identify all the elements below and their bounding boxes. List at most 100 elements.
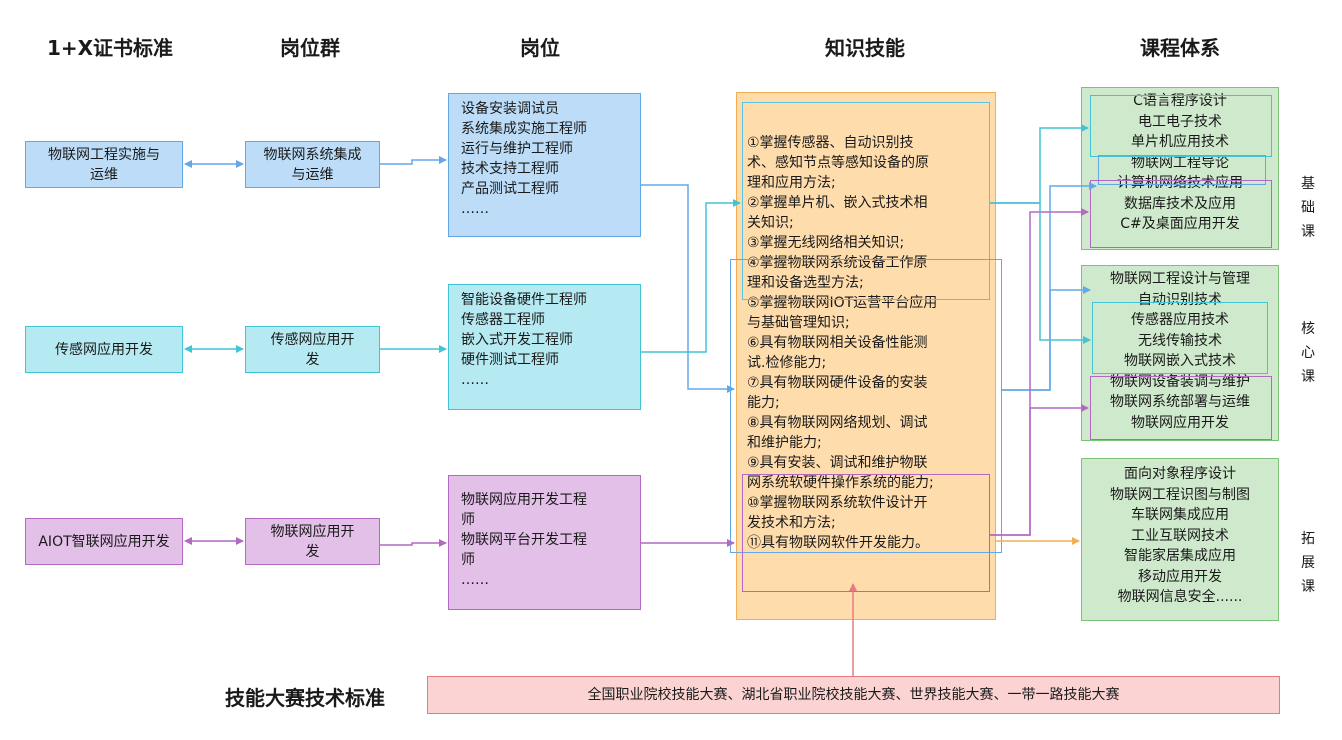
group-label: 物联网系统集成与运维 bbox=[263, 146, 362, 183]
skill-line: 发技术和方法; bbox=[747, 515, 836, 531]
course-item: 车联网集成应用 bbox=[1131, 507, 1229, 523]
course-type-char: 础 bbox=[1301, 200, 1315, 216]
post-item: 物联网平台开发工程 bbox=[461, 532, 587, 548]
post-item: 传感器工程师 bbox=[461, 312, 545, 328]
skill-line: ③掌握无线网络相关知识; bbox=[747, 235, 905, 251]
post-item: 设备安装调试员 bbox=[461, 101, 559, 117]
skill-line: 与基础管理知识; bbox=[747, 315, 850, 331]
group-box-system-integration: 物联网系统集成与运维 bbox=[245, 141, 380, 188]
arrow-skill-course-blue-2 bbox=[1002, 286, 1091, 391]
cert-label: 传感网应用开发 bbox=[55, 341, 153, 358]
course-item: 电工电子技术 bbox=[1138, 113, 1222, 130]
course-type-char: 课 bbox=[1301, 579, 1315, 595]
course-item: 数据库技术及应用 bbox=[1124, 195, 1236, 212]
course-item: 单片机应用技术 bbox=[1131, 134, 1229, 150]
course-type-char: 展 bbox=[1301, 555, 1315, 571]
skill-line: ⑩掌握物联网系统软件设计开 bbox=[747, 495, 928, 511]
post-item: 师 bbox=[461, 512, 475, 528]
cert-label: AIOT智联网应用开发 bbox=[38, 533, 170, 550]
skill-line: 试.检修能力; bbox=[747, 355, 827, 371]
post-box-integration: 设备安装调试员 系统集成实施工程师 运行与维护工程师 技术支持工程师 产品测试工… bbox=[448, 93, 641, 237]
skill-line: ⑥具有物联网相关设备性能测 bbox=[747, 335, 928, 351]
course-type-char: 基 bbox=[1301, 176, 1315, 192]
skill-line: ①掌握传感器、自动识别技 bbox=[747, 135, 914, 151]
course-item: 面向对象程序设计 bbox=[1124, 466, 1236, 482]
skills-list: ①掌握传感器、自动识别技 术、感知节点等感知设备的原 理和应用方法; ②掌握单片… bbox=[737, 130, 995, 590]
course-item: 传感器应用技术 bbox=[1131, 312, 1229, 328]
course-item: 物联网嵌入式技术 bbox=[1124, 353, 1236, 369]
post-item: …… bbox=[461, 201, 489, 217]
header-skill: 知识技能 bbox=[825, 36, 905, 60]
course-item: 物联网应用开发 bbox=[1131, 414, 1229, 431]
post-box-software: 物联网应用开发工程 师 物联网平台开发工程 师 …… bbox=[448, 475, 641, 610]
post-item: 产品测试工程师 bbox=[461, 181, 559, 197]
skill-line: 术、感知节点等感知设备的原 bbox=[747, 155, 929, 171]
course-basic-outline-cyan bbox=[1090, 95, 1272, 157]
course-item: 物联网信息安全...... bbox=[1117, 589, 1243, 605]
contest-box: 全国职业院校技能大赛、湖北省职业院校技能大赛、世界技能大赛、一带一路技能大赛 bbox=[427, 676, 1280, 714]
course-type-char: 课 bbox=[1301, 224, 1315, 240]
course-item: 智能家居集成应用 bbox=[1124, 548, 1236, 564]
arrow-skill-course-purple-2 bbox=[990, 404, 1089, 536]
skill-line: 理和应用方法; bbox=[747, 175, 836, 191]
header-post: 岗位 bbox=[520, 36, 560, 60]
skill-line: 和维护能力; bbox=[747, 435, 822, 451]
skill-line: ⑪具有物联网软件开发能力。 bbox=[747, 535, 929, 551]
header-group: 岗位群 bbox=[280, 36, 340, 60]
post-item: …… bbox=[461, 572, 489, 588]
skill-line: ⑦具有物联网硬件设备的安装 bbox=[747, 375, 928, 391]
course-core-outline-cyan bbox=[1092, 302, 1268, 374]
course-item: 物联网系统部署与运维 bbox=[1110, 394, 1250, 410]
post-item: …… bbox=[461, 372, 489, 388]
course-type-core: 核 心 课 bbox=[1298, 317, 1318, 389]
course-type-char: 心 bbox=[1301, 345, 1315, 361]
post-item: 智能设备硬件工程师 bbox=[461, 292, 587, 308]
course-box-basic: C语言程序设计 电工电子技术 单片机应用技术 物联网工程导论 计算机网络技术应用… bbox=[1081, 87, 1279, 250]
post-item: 物联网应用开发工程 bbox=[461, 492, 587, 508]
post-item: 硬件测试工程师 bbox=[461, 352, 559, 368]
post-item: 嵌入式开发工程师 bbox=[461, 332, 573, 348]
cert-box-sensor-network: 传感网应用开发 bbox=[25, 326, 183, 373]
course-item: 物联网工程设计与管理 bbox=[1110, 271, 1250, 287]
skills-panel bbox=[736, 92, 996, 620]
header-cert: 1+X证书标准 bbox=[46, 36, 174, 60]
arrow-post-skill-1 bbox=[641, 184, 735, 393]
skill-line: ②掌握单片机、嵌入式技术相 bbox=[747, 195, 928, 211]
course-box-core: 物联网工程设计与管理 自动识别技术 传感器应用技术 无线传输技术 物联网嵌入式技… bbox=[1081, 265, 1279, 441]
skill-line: 关知识; bbox=[747, 215, 794, 231]
skill-line: ⑧具有物联网网络规划、调试 bbox=[747, 415, 928, 431]
arrow-group-post-1 bbox=[380, 156, 447, 165]
course-item: 物联网设备装调与维护 bbox=[1110, 373, 1250, 390]
contest-title: 技能大赛技术标准 bbox=[225, 686, 385, 710]
group-box-sensor-network: 传感网应用开发 bbox=[245, 326, 380, 373]
group-label: 物联网应用开发 bbox=[270, 523, 355, 560]
skill-line: 理和设备选型方法; bbox=[747, 275, 864, 291]
skill-line: 网系统软硬件操作系统的能力; bbox=[747, 475, 934, 491]
course-item: 无线传输技术 bbox=[1138, 332, 1222, 349]
post-item: 师 bbox=[461, 552, 475, 568]
course-type-char: 课 bbox=[1301, 369, 1315, 385]
course-item: C#及桌面应用开发 bbox=[1120, 216, 1240, 232]
post-item: 运行与维护工程师 bbox=[461, 141, 573, 157]
course-basic-outline-blue bbox=[1098, 155, 1266, 185]
course-type-extended: 拓 展 课 bbox=[1298, 527, 1318, 599]
group-box-iot-app: 物联网应用开发 bbox=[245, 518, 380, 565]
cert-box-iot-implementation: 物联网工程实施与运维 bbox=[25, 141, 183, 188]
course-item: 物联网工程导论 bbox=[1131, 154, 1229, 171]
header-course: 课程体系 bbox=[1140, 36, 1220, 60]
post-box-hardware: 智能设备硬件工程师 传感器工程师 嵌入式开发工程师 硬件测试工程师 …… bbox=[448, 284, 641, 410]
post-item: 系统集成实施工程师 bbox=[461, 121, 587, 137]
course-item: 移动应用开发 bbox=[1138, 568, 1222, 585]
course-type-basic: 基 础 课 bbox=[1298, 172, 1318, 244]
contest-text: 全国职业院校技能大赛、湖北省职业院校技能大赛、世界技能大赛、一带一路技能大赛 bbox=[587, 687, 1120, 703]
group-label: 传感网应用开发 bbox=[270, 331, 355, 368]
arrow-skill-course-cyan-1 bbox=[990, 124, 1089, 204]
course-item: 工业互联网技术 bbox=[1131, 527, 1229, 544]
skill-line: 能力; bbox=[747, 395, 780, 411]
course-item: 计算机网络技术应用 bbox=[1117, 175, 1243, 191]
course-item: C语言程序设计 bbox=[1133, 93, 1227, 109]
course-type-char: 拓 bbox=[1301, 531, 1315, 547]
arrow-group-post-3 bbox=[380, 539, 447, 547]
arrow-post-skill-2 bbox=[641, 199, 741, 353]
